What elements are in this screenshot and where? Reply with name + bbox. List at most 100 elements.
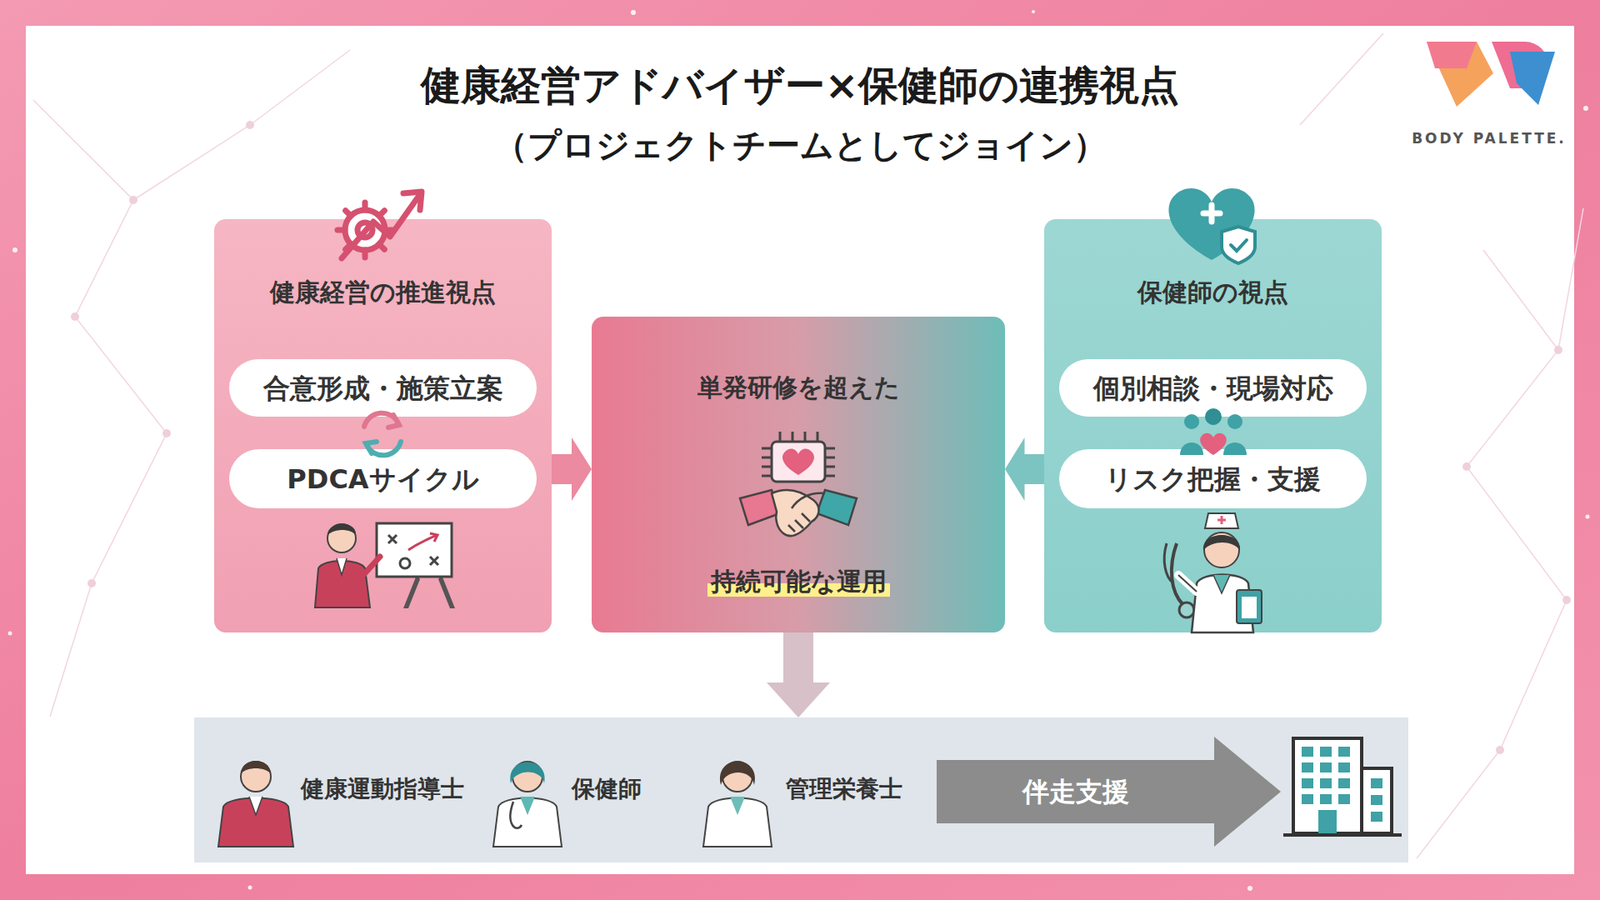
building-icon [1320,746,1332,757]
network-dots [87,579,96,588]
handshake-illustration [782,448,815,475]
text-wrap: PDCAサイクル [229,462,537,495]
building-icon [1301,746,1383,822]
presenter-illustration [363,556,380,575]
heart-shield-icon [1203,205,1220,222]
support-arrow: 伴走支援 [936,736,1281,847]
presenter-illustration [388,535,439,565]
nurse-illustration [1241,596,1257,619]
nurse-illustration [1178,575,1197,592]
text-wrap: 保健師の視点 [1044,277,1382,308]
cycle-icon [366,441,401,455]
network-lines [1416,250,1567,859]
gear-growth-icon [341,196,419,259]
node-text: 健康経営の推進視点 [270,277,496,308]
building-icon [1361,768,1392,834]
handshake-illustration [779,431,782,442]
heart-shield-icon [1168,188,1255,260]
instructor-figure [218,798,294,848]
node-text: 単発研修を超えた [697,372,900,403]
handshake-illustration [761,431,835,476]
nurse-illustration [1204,532,1240,568]
text-wrap: 持続可能な運用 [591,566,1005,597]
network-dots [1462,462,1471,471]
nurse-illustration [1213,575,1230,594]
diagram-title: 健康経営アドバイザー×保健師の連携視点 [420,61,1180,110]
nurse-illustration [1179,602,1195,618]
nurse-illustration [1164,513,1262,633]
building-icon [1338,746,1350,757]
gear-growth-icon [385,227,393,234]
network-lines [1558,208,1584,350]
nurse-illustration [1205,513,1239,529]
building-icon [1338,762,1350,773]
building-icon [1338,794,1350,805]
handshake-illustration [761,447,772,450]
nurse-figure [510,762,545,785]
handshake-illustration [825,475,835,478]
gear-growth-icon [337,191,422,259]
nurse-figure [510,801,523,829]
sparkles [8,631,13,636]
instructor-figure [240,761,271,792]
text-wrap: 単発研修を超えた [591,372,1005,403]
nurse-figure [512,761,543,792]
node-text: 伴走支援 [1022,775,1130,808]
logo-mark [1510,51,1555,105]
sparkles [630,10,636,15]
network-dots [162,429,171,438]
building-icon [1283,738,1402,835]
text-wrap: 個別相談・現場対応 [1059,371,1367,404]
presenter-illustration [400,558,410,569]
pill-box: PDCAサイクル [229,449,537,509]
node-text: 合意形成・施策立案 [263,371,504,404]
node-text: 持続可能な運用 [707,566,890,597]
arrow-outline [936,736,1281,847]
team-icon [1227,414,1243,430]
heart-shield-icon [1221,226,1255,264]
nurse-illustration [1236,590,1262,624]
dietitian-figure [703,798,772,848]
team-band: 伴走支援健康運動指導士保健師管理栄養士 [194,717,1409,863]
handshake-illustration [816,490,857,525]
perspective-panel: 個別相談・現場対応リスク把握・支援保健師の視点 [1044,219,1382,633]
pill-box: リスク把握・支援 [1059,449,1367,509]
gear-growth-icon [337,202,393,258]
presenter-illustration [327,524,356,553]
handshake-illustration [740,431,857,536]
nurse-figure [520,796,535,815]
presenter-illustration [438,575,455,609]
nurse-illustration [1203,535,1240,550]
node-text: 個別相談・現場対応 [1093,371,1334,404]
instructor-figure [218,760,294,847]
sparkles [8,10,1590,891]
handshake-illustration [825,465,835,469]
presenter-illustration [315,560,370,608]
network-lines [33,100,167,717]
node-text: 保健師の視点 [1137,277,1289,308]
building-icon [1320,762,1332,773]
gear-growth-icon [345,210,385,250]
node-text: リスク把握・支援 [1105,462,1321,495]
text-wrap: 健康運動指導士 [300,775,465,804]
gear-growth-icon [345,210,351,216]
nurse-illustration [1164,543,1174,584]
presenter-illustration [327,524,356,536]
presenter-illustration [403,575,420,609]
presenter-illustration [408,533,438,550]
building-icon [1283,833,1402,837]
gear-growth-icon [362,250,369,258]
logo-mark [1426,41,1494,107]
gear-growth-icon [337,227,345,234]
dietitian-figure [722,761,753,792]
team-icon [1180,408,1247,455]
logo-mark [1491,41,1549,89]
gear-growth-icon [403,191,422,210]
gear-growth-icon [362,202,369,210]
text-wrap: 管理栄養士 [785,775,903,804]
pink-frame [25,25,1575,875]
building-icon [1293,738,1362,834]
